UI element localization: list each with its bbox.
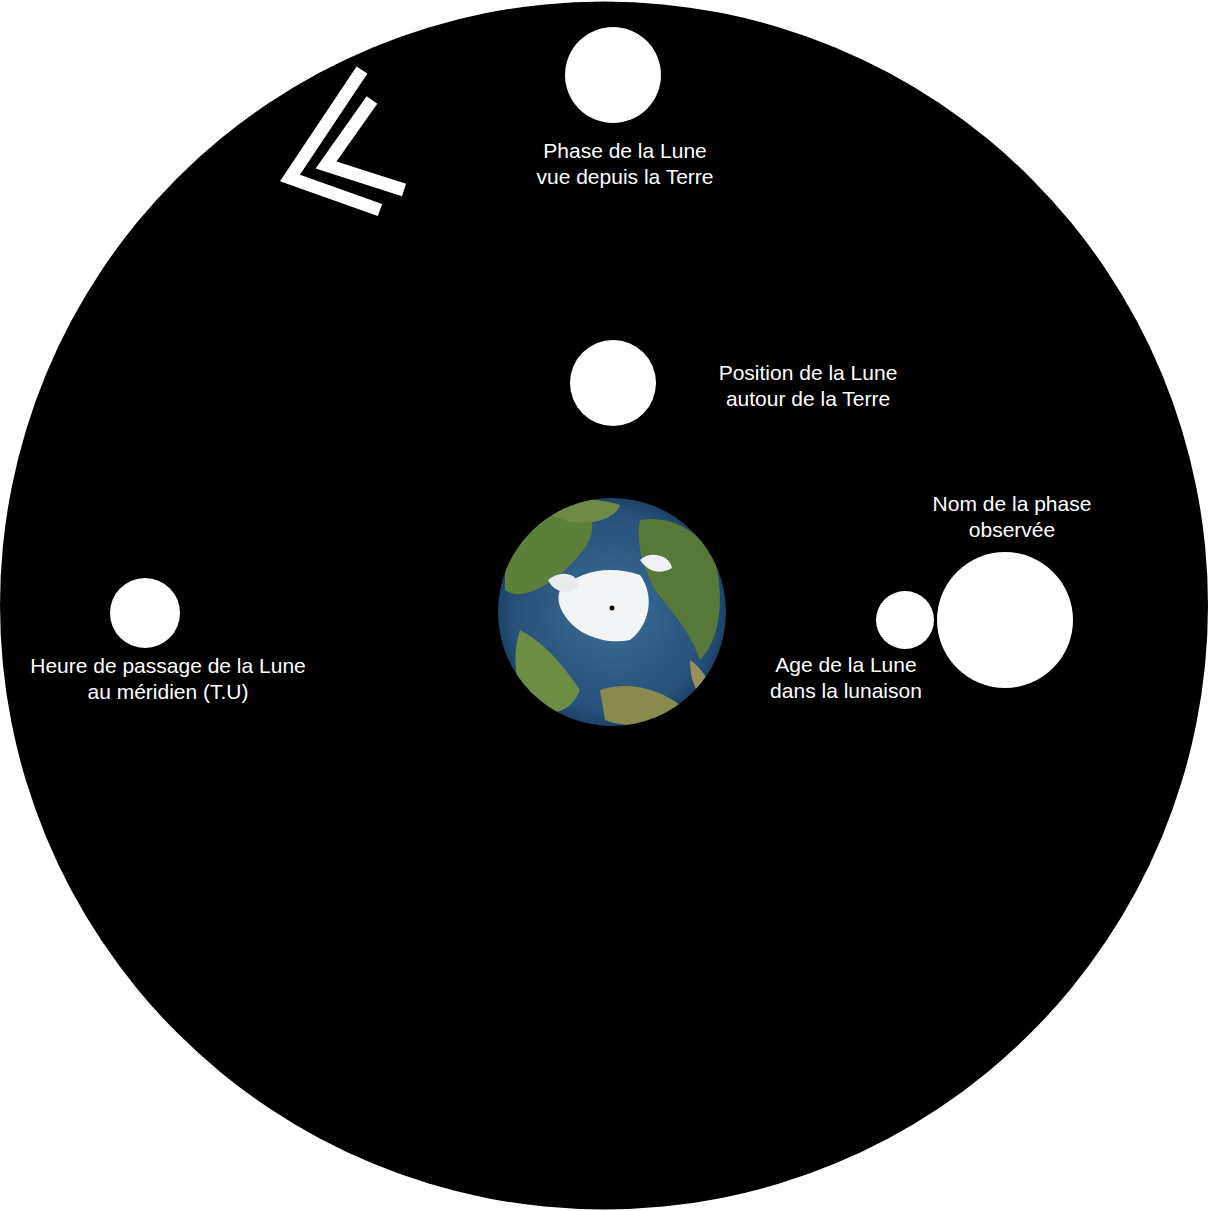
circle-caption: Nom de la phase observée [912,491,1112,544]
white-circle [565,27,661,123]
white-circle [876,591,934,649]
earth-globe [498,498,726,726]
circle-caption: Position de la Lune autour de la Terre [706,360,911,413]
white-circle [570,340,656,426]
moon-circle-node: Position de la Lune autour de la Terre [570,340,911,426]
white-circle [937,552,1073,688]
circle-caption: Age de la Lune dans la lunaison [763,652,929,705]
moon-circle-node: Phase de la Lune vue depuis la Terre [527,27,723,191]
white-circle [110,578,180,648]
moon-circle-node: Nom de la phase observée [912,491,1112,688]
circle-caption: Phase de la Lune vue depuis la Terre [527,138,723,191]
chevrons [290,70,404,210]
moon-circle-node: Age de la Lune dans la lunaison [763,591,934,705]
circle-caption: Heure de passage de la Lune au méridien … [30,653,306,706]
moon-circle-node: Heure de passage de la Lune au méridien … [30,578,306,706]
